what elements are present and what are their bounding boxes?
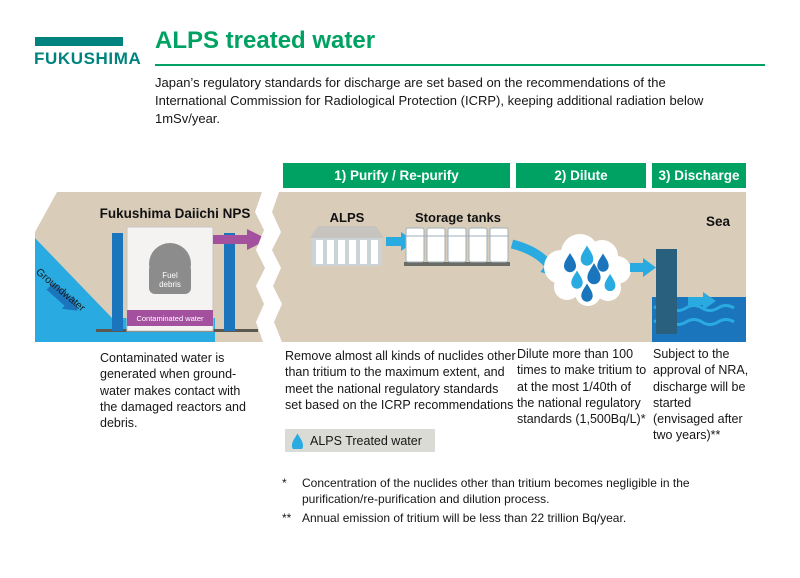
logo-bar [35,37,123,46]
storage-tanks [404,227,510,266]
containment-walls [112,233,235,331]
footnote-text: Annual emission of tritium will be less … [302,511,627,526]
treated-water-badge-label: ALPS Treated water [310,433,422,448]
contamination-arrow-icon [213,229,268,250]
sea-flow-arrow-icon [688,292,716,310]
storage-tanks-label: Storage tanks [415,210,501,225]
dilution-cloud [544,234,631,306]
dilute-to-discharge-arrow-icon [630,258,656,277]
column-purify: Remove almost all kinds of nuclides othe… [285,349,516,412]
footnotes: * Concentration of the nuclides other th… [282,476,762,531]
step-header-discharge: 3) Discharge [652,163,746,188]
footnote-marker: ** [282,511,292,526]
fuel-debris-label: Fuel debris [159,271,181,290]
site-label: Fukushima Daiichi NPS [99,206,251,221]
groundwater-arrow-icon [46,282,78,311]
footnote-text: Concentration of the nuclides other than… [302,476,690,506]
step-header-purify: 1) Purify / Re-purify [283,163,510,188]
page-title: ALPS treated water [155,27,376,54]
column-contaminated-water: Contaminated water is generated when gro… [100,351,246,430]
contaminated-water-bar [127,310,213,326]
sea-label: Sea [705,214,731,229]
alps-label: ALPS [329,210,365,225]
footnote: * Concentration of the nuclides other th… [282,476,762,507]
alps-building [310,226,384,266]
treated-water-badge: ALPS Treated water [285,429,435,452]
column-dilute: Dilute more than 100 times to make triti… [517,347,647,426]
reactor-building [126,226,214,332]
footnote: ** Annual emission of tritium will be le… [282,511,762,527]
title-divider [155,64,765,66]
torn-divider [255,192,282,342]
water-drop-icon [291,433,304,449]
subtitle-text: Japan’s regulatory standards for dischar… [155,75,704,126]
column-discharge: Subject to the approval of NRA, discharg… [653,347,749,443]
step-header-dilute: 2) Dilute [516,163,646,188]
discharge-pipe [656,249,677,334]
logo-text: FUKUSHIMA [34,49,142,68]
footnote-marker: * [282,476,287,490]
contaminated-water-label: Contaminated water [136,314,204,323]
